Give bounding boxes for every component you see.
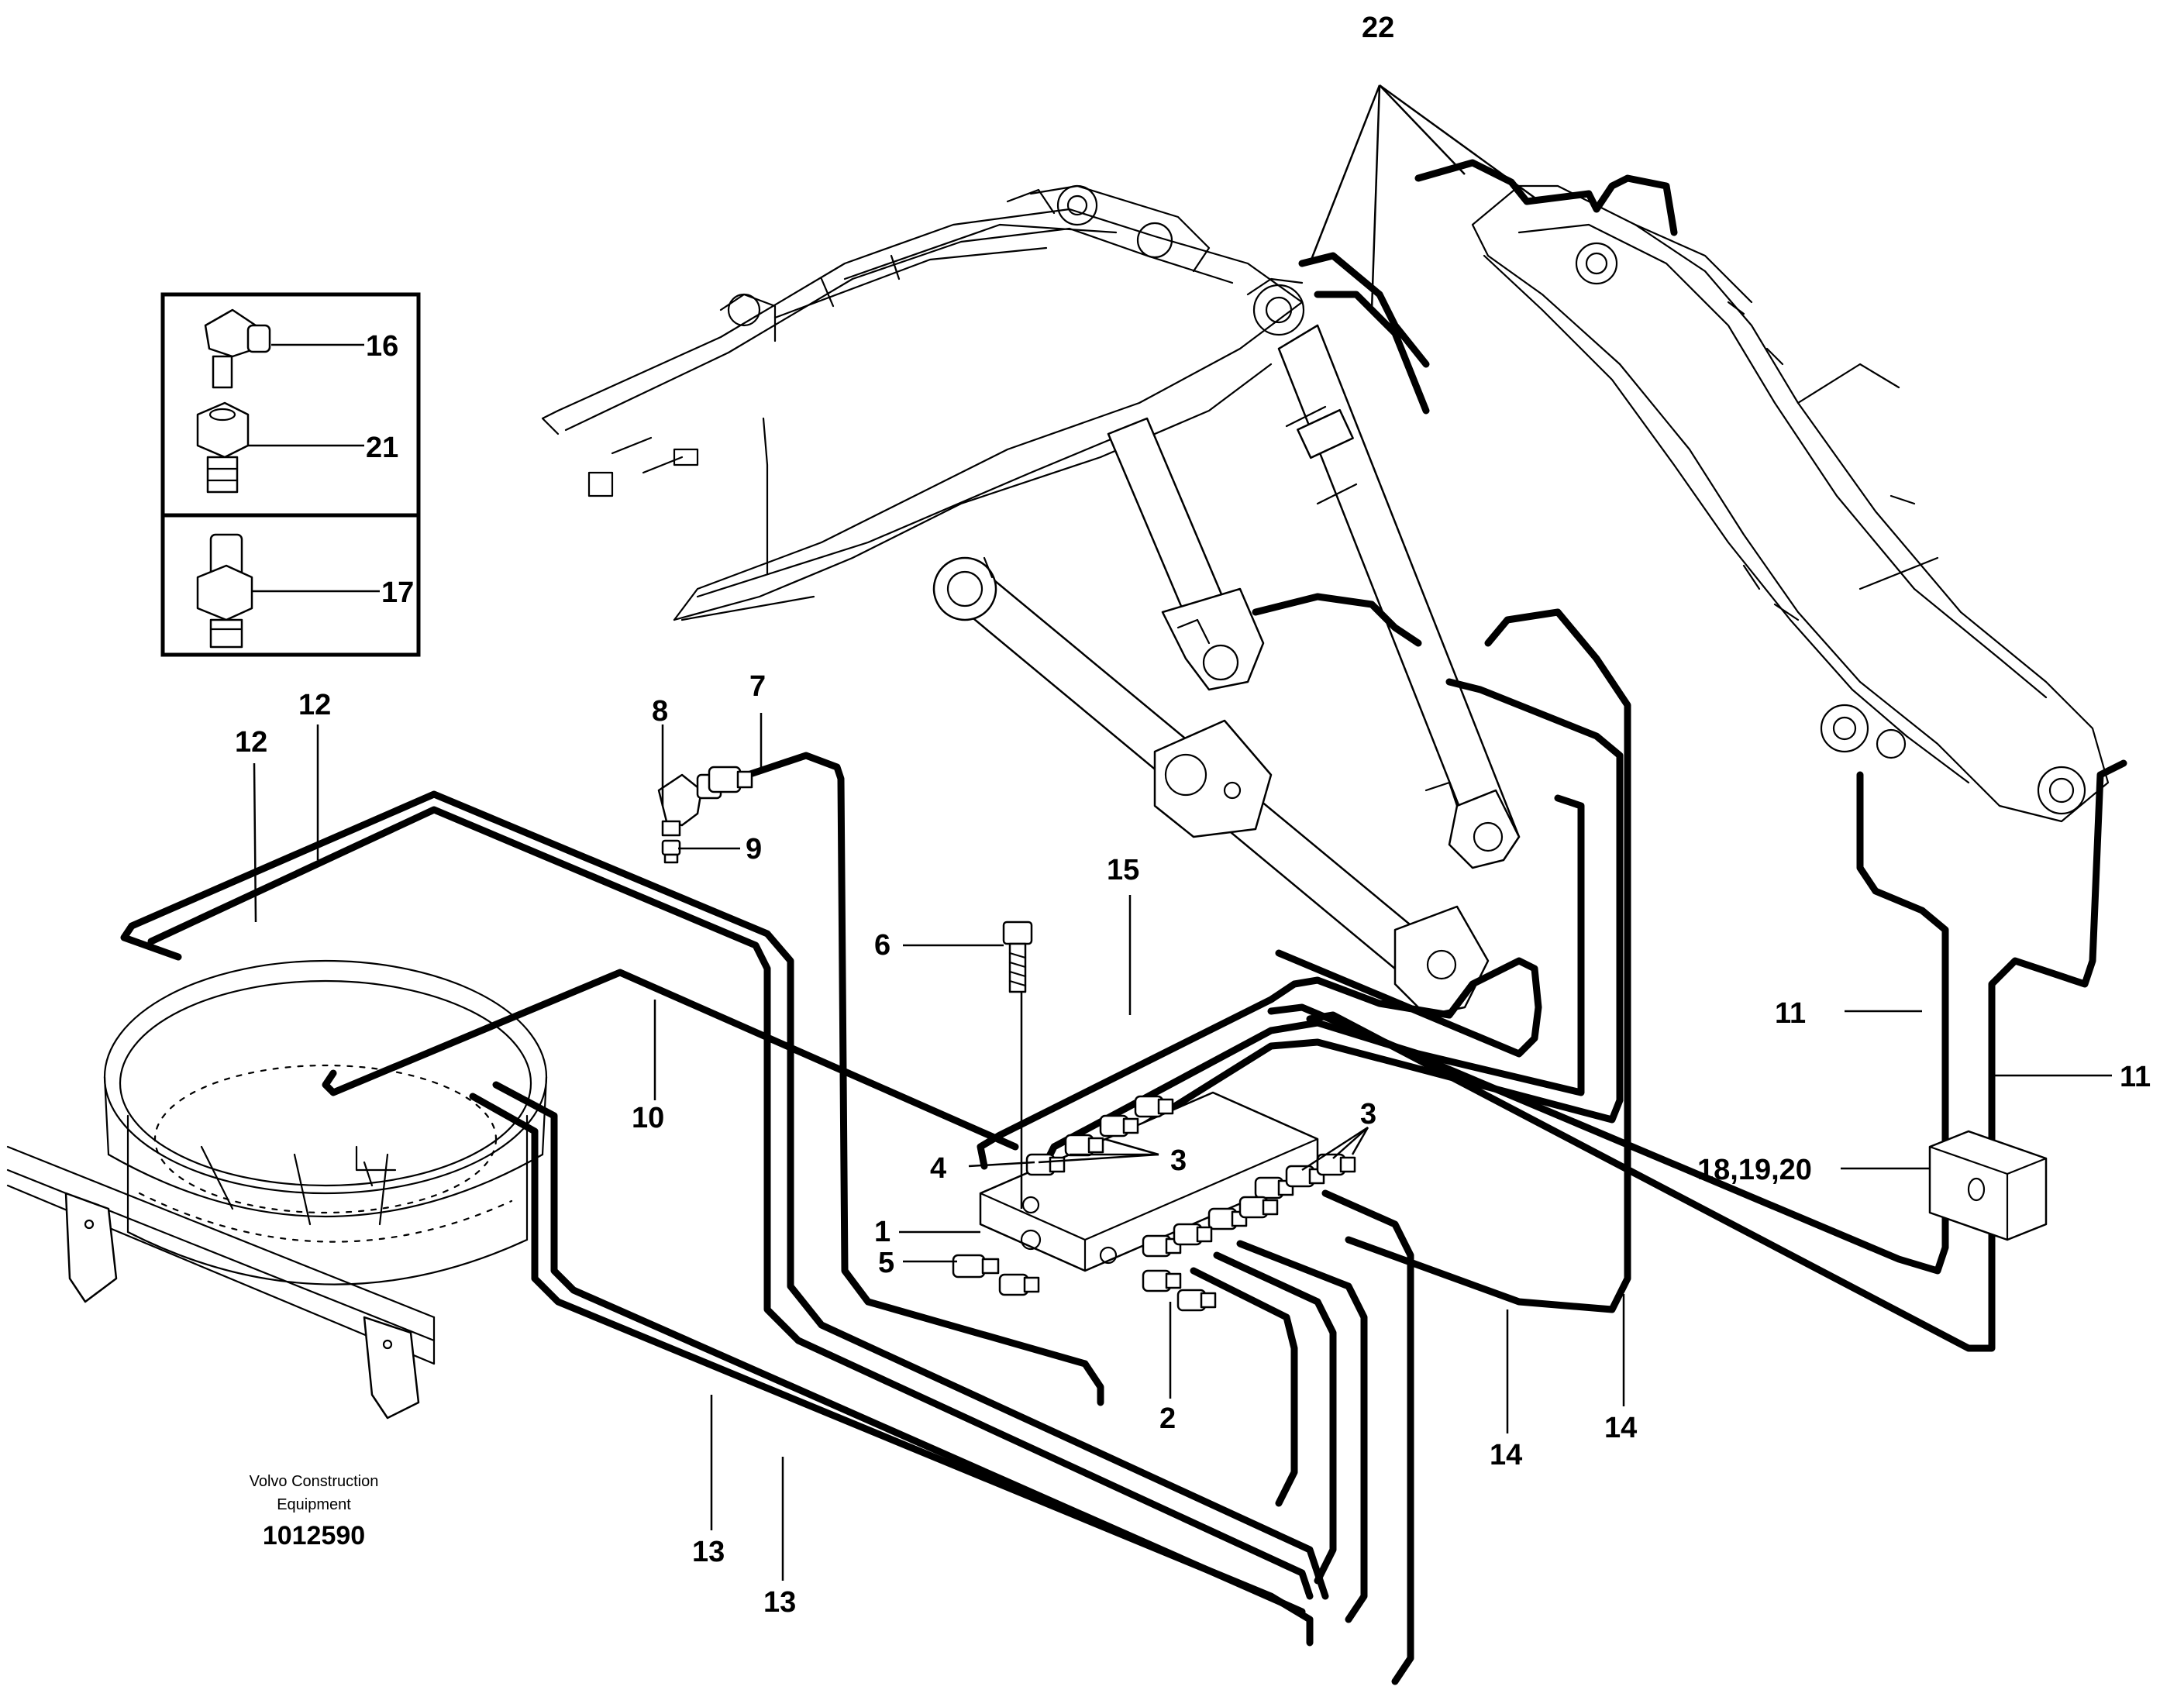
callout-3-right: 3 [1360, 1098, 1376, 1131]
callout-14-right: 14 [1604, 1412, 1637, 1444]
callout-11-left: 11 [1775, 997, 1806, 1030]
detail-inset [160, 292, 421, 657]
callout-11-right: 11 [2120, 1061, 2151, 1093]
dipper-arm [1471, 184, 2110, 823]
credit-block: Volvo Construction Equipment 1012590 [250, 1473, 379, 1550]
callout-10: 10 [632, 1102, 664, 1134]
credit-line-1: Volvo Construction [250, 1473, 379, 1490]
leader-lines [248, 84, 2112, 1581]
elbow-fitting-8 [657, 773, 722, 837]
callout-12-left: 12 [235, 726, 267, 759]
fittings [952, 1095, 1356, 1312]
callout-22: 22 [1362, 12, 1394, 44]
callout-14-left: 14 [1490, 1439, 1522, 1471]
callout-12-right: 12 [298, 689, 331, 721]
callout-18-19-20: 18,19,20 [1697, 1154, 1812, 1186]
callout-16: 16 [366, 330, 398, 363]
slewing-ring [6, 959, 548, 1420]
callout-1: 1 [874, 1216, 890, 1248]
boom-cylinders [932, 324, 1521, 1017]
callout-9: 9 [746, 833, 762, 866]
callout-5: 5 [878, 1247, 894, 1279]
callout-labels: 16 21 17 22 7 8 9 6 15 10 4 3 3 1 5 2 11… [235, 12, 2151, 1619]
callout-15: 15 [1107, 854, 1139, 886]
callout-2: 2 [1159, 1402, 1176, 1435]
callout-21: 21 [366, 432, 398, 464]
clamp-block [1928, 1130, 2048, 1241]
callout-4: 4 [930, 1152, 946, 1185]
callout-17: 17 [381, 576, 414, 609]
fitting-7 [708, 766, 753, 793]
bolt-6 [1002, 921, 1033, 993]
callout-13-left: 13 [692, 1536, 725, 1568]
callout-13-right: 13 [763, 1586, 796, 1619]
document-number: 1012590 [263, 1521, 365, 1550]
plug-9 [661, 839, 681, 864]
callout-6: 6 [874, 929, 890, 962]
callout-3-left: 3 [1170, 1144, 1187, 1177]
hoses [120, 159, 2127, 1685]
callout-7: 7 [749, 670, 766, 703]
callout-8: 8 [652, 695, 668, 728]
credit-line-2: Equipment [277, 1496, 351, 1513]
boom-structure [541, 184, 1305, 621]
